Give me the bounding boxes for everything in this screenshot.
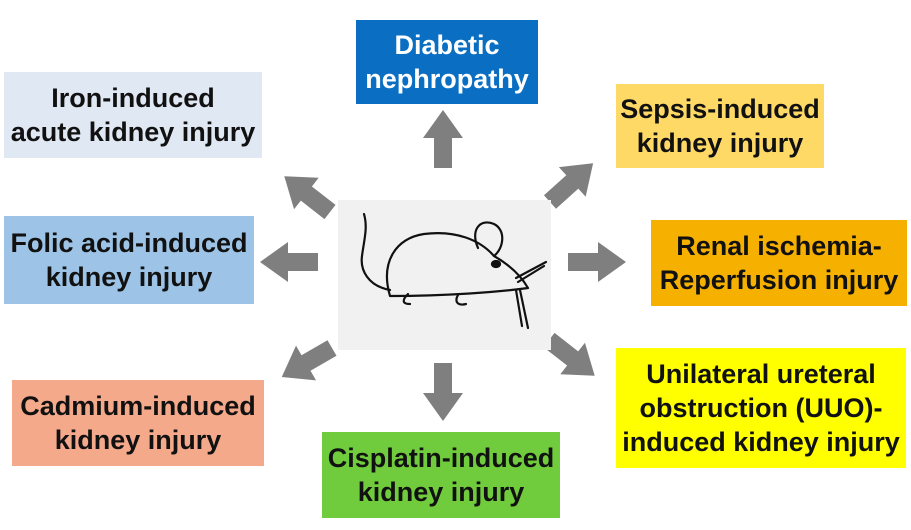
box-diabetic-line1: Diabetic [394, 30, 500, 60]
box-diabetic-nephropathy: Diabetic nephropathy [356, 20, 538, 104]
box-sepsis-line1: Sepsis-induced [620, 94, 820, 124]
box-cadmium-line1: Cadmium-induced [20, 391, 256, 421]
box-renal-line1: Renal ischemia- [676, 231, 882, 261]
box-sepsis-induced: Sepsis-induced kidney injury [616, 84, 824, 168]
arrow-to-iron-induced [271, 160, 343, 228]
mouse-sketch-icon [360, 212, 548, 330]
box-cadmium-line2: kidney injury [54, 425, 222, 455]
box-renal-ischemia: Renal ischemia- Reperfusion injury [651, 220, 907, 306]
box-cisplatin-induced: Cisplatin-induced kidney injury [322, 432, 560, 518]
arrow-to-renal-ischemia [568, 242, 626, 282]
box-sepsis-line2: kidney injury [636, 128, 804, 158]
box-cisplatin-line1: Cisplatin-induced [327, 443, 555, 473]
arrow-to-folic-acid-induced [260, 242, 318, 282]
box-diabetic-line2: nephropathy [365, 64, 529, 94]
arrow-to-diabetic-nephropathy [423, 110, 463, 168]
box-iron-line1: Iron-induced [51, 83, 215, 113]
box-folic-line2: kidney injury [45, 262, 213, 292]
arrow-to-cadmium-induced [271, 330, 342, 395]
box-cisplatin-line2: kidney injury [357, 477, 525, 507]
box-unilateral-line1: Unilateral ureteral [646, 359, 876, 389]
box-cadmium-induced: Cadmium-induced kidney injury [12, 380, 264, 466]
box-renal-line2: Reperfusion injury [659, 265, 899, 295]
box-unilateral-line2: obstruction (UUO)- [639, 393, 883, 423]
arrow-to-cisplatin-induced [423, 363, 463, 421]
box-iron-induced-aki: Iron-induced acute kidney injury [4, 72, 262, 158]
box-folic-line1: Folic acid-induced [10, 228, 248, 258]
box-unilateral-line3: induced kidney injury [622, 427, 900, 457]
center-mouse-image [338, 200, 551, 350]
box-folic-acid-induced: Folic acid-induced kidney injury [4, 216, 254, 304]
box-unilateral-ureteral-obstruction: Unilateral ureteral obstruction (UUO)- i… [616, 348, 906, 468]
box-iron-line2: acute kidney injury [10, 117, 256, 147]
